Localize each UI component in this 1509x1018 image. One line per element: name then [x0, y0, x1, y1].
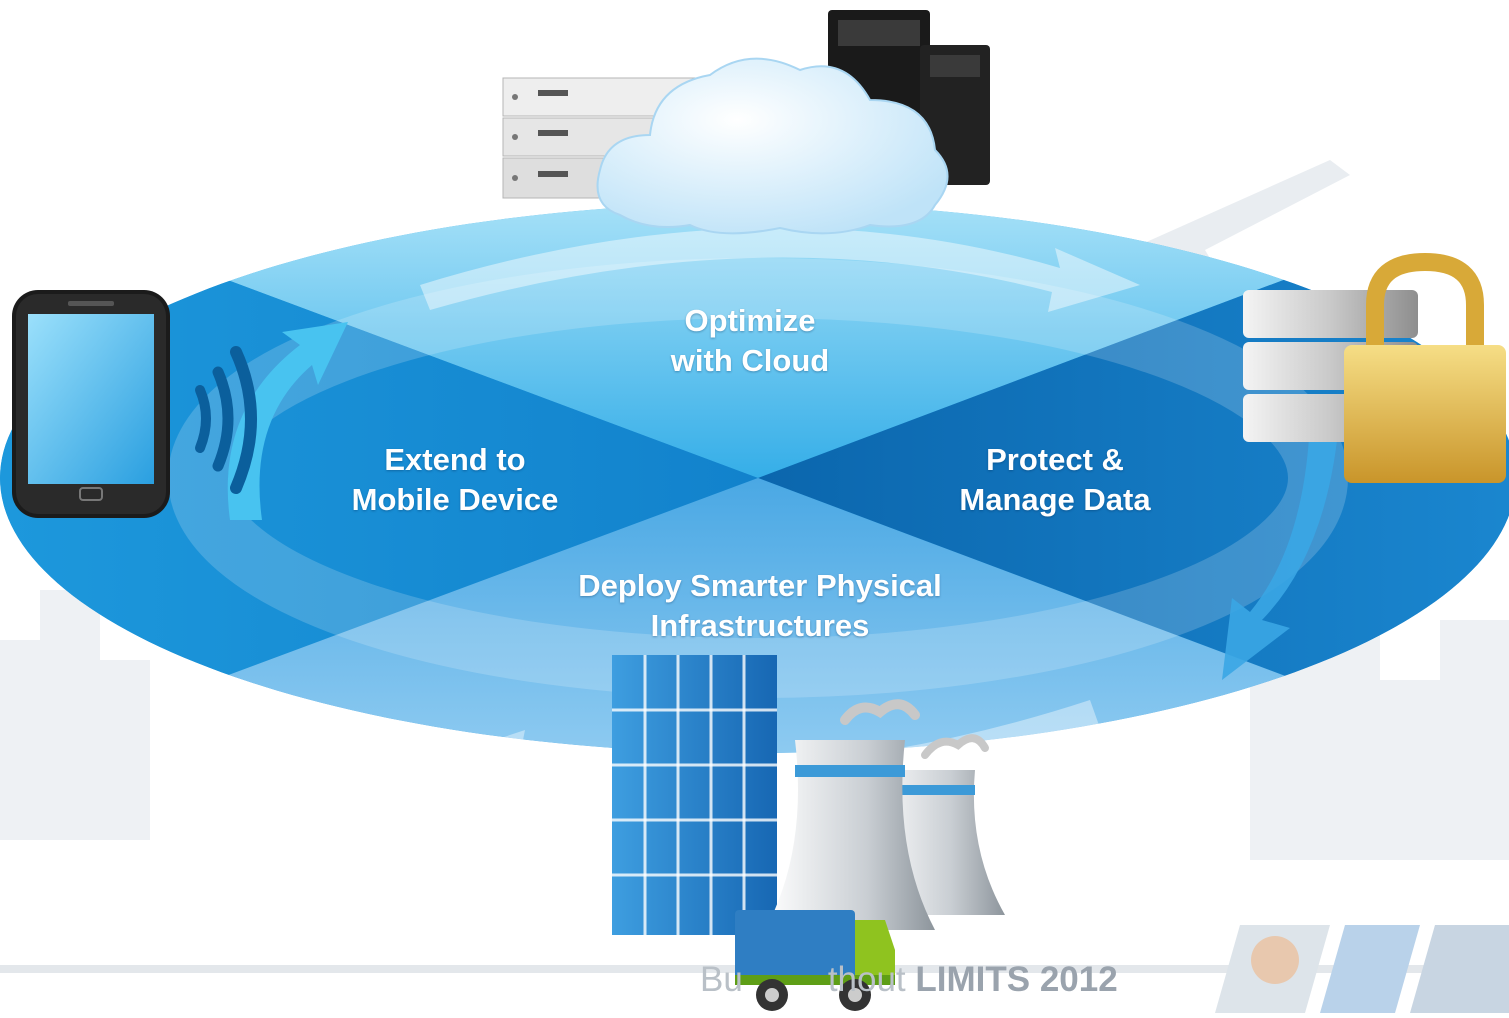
quadrant-left — [0, 203, 758, 753]
cycle-arrow-right-down — [1222, 410, 1340, 680]
cycle-arrow-top-right — [420, 227, 1140, 312]
quadrant-bottom — [0, 478, 1509, 753]
cycle-arrow-left-up — [227, 322, 348, 520]
label-optimize-cloud: Optimize with Cloud — [600, 301, 900, 381]
label-optimize-cloud-line1: Optimize — [684, 303, 816, 338]
cloud-icon — [596, 57, 949, 235]
cycle-arrow-bottom-left — [420, 700, 1100, 812]
label-deploy-infrastructure: Deploy Smarter Physical Infrastructures — [530, 566, 990, 646]
label-extend-mobile-line2: Mobile Device — [351, 482, 559, 517]
database-lock-icon — [1243, 252, 1506, 483]
label-optimize-cloud-line2: with Cloud — [670, 343, 830, 378]
label-protect-data: Protect & Manage Data — [905, 440, 1205, 520]
label-protect-data-line1: Protect & — [986, 442, 1124, 477]
label-extend-mobile: Extend to Mobile Device — [305, 440, 605, 520]
footer-brand-light2: thout — [827, 960, 916, 999]
footer-brand-bold: LIMITS — [915, 960, 1031, 999]
label-deploy-infrastructure-line2: Infrastructures — [650, 608, 870, 643]
label-extend-mobile-line1: Extend to — [384, 442, 526, 477]
smartphone-icon — [12, 290, 170, 518]
footer-photo-strip — [1215, 925, 1509, 1013]
quadrant-top — [0, 203, 1509, 478]
footer-brand-text: Bu thout LIMITS 2012 — [700, 958, 1118, 1002]
footer-brand-light: Bu — [700, 960, 743, 999]
label-deploy-infrastructure-line1: Deploy Smarter Physical — [578, 568, 942, 603]
physical-infrastructure-icon — [612, 655, 1005, 1011]
wifi-signal-icon — [195, 346, 257, 494]
footer-year: 2012 — [1039, 960, 1118, 999]
label-protect-data-line2: Manage Data — [959, 482, 1151, 517]
